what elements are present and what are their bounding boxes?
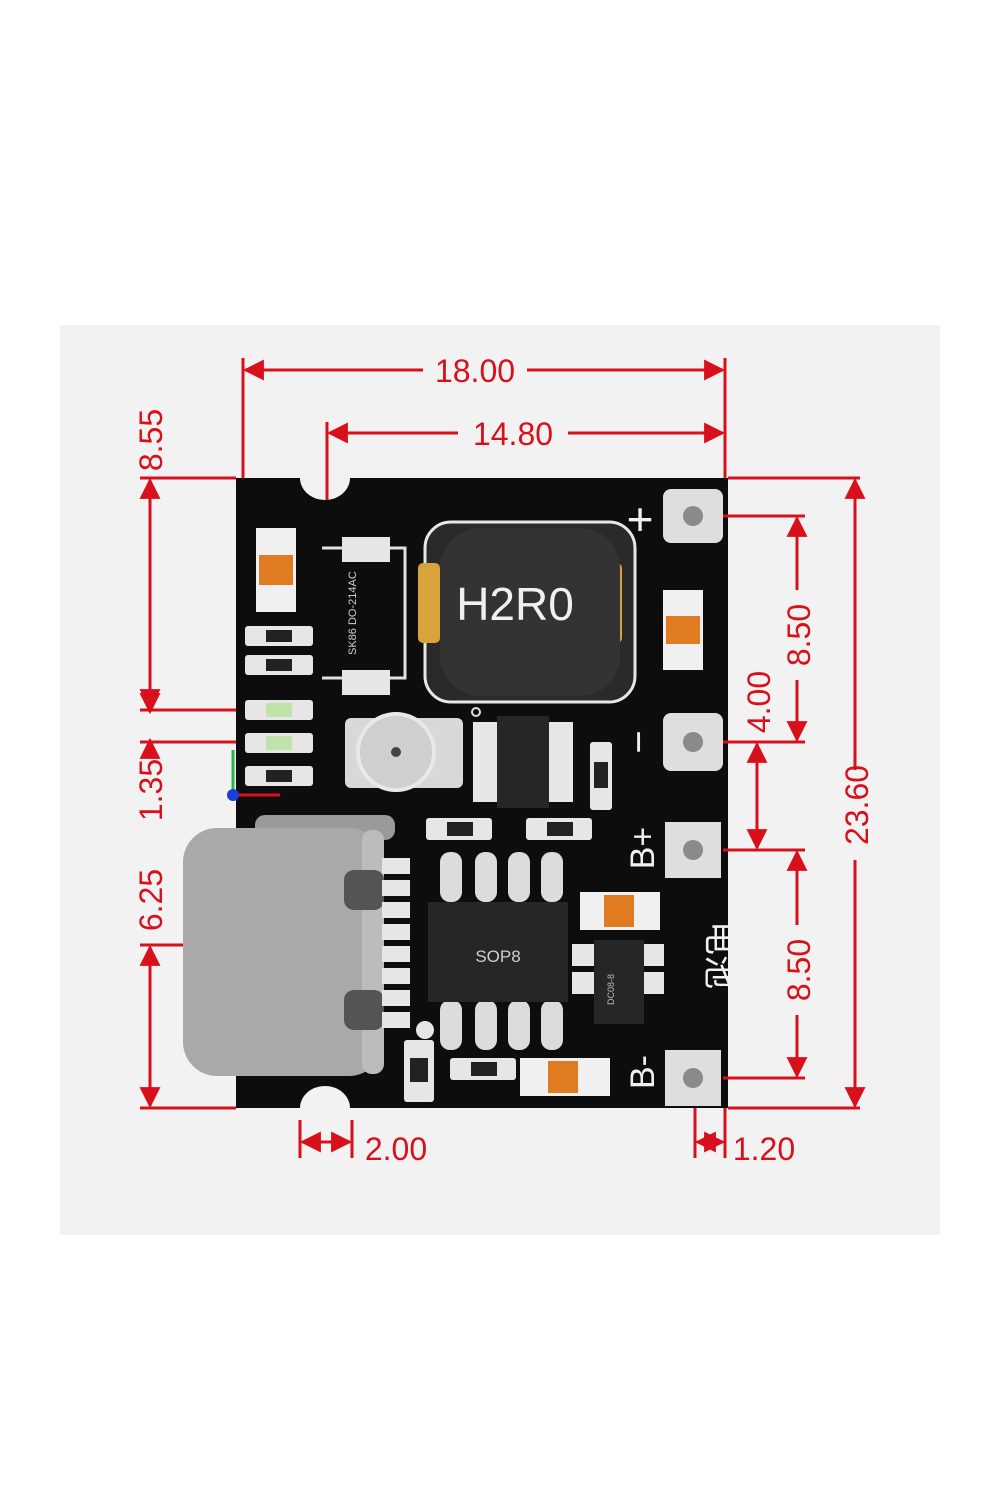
dim-left-top: 8.55 (133, 409, 169, 471)
capacitor-mid-right (580, 892, 660, 930)
diode-text: SK86 DO-214AC (347, 571, 359, 655)
dim-left-mid: 1.35 (133, 759, 169, 821)
dim-width-total: 18.00 (435, 353, 515, 389)
axis-marker (227, 750, 280, 801)
resistor-group-left (245, 626, 313, 786)
battery-label: 电池 (700, 921, 738, 989)
pad-bplus-label: B+ (624, 827, 662, 870)
pad-minus-label: − (617, 730, 661, 753)
pad-minus (663, 713, 723, 771)
dim-notch: 2.00 (365, 1131, 427, 1167)
resistor-row (426, 818, 592, 840)
pad-plus-label: + (627, 493, 654, 545)
inductor-label: H2R0 (456, 578, 574, 630)
potentiometer (345, 712, 463, 792)
sop8-chip: SOP8 (428, 852, 568, 1050)
bottom-components (404, 1021, 610, 1102)
resistor-right (590, 742, 612, 810)
dimension-labels: 18.00 14.80 8.55 1.35 6.25 23.60 8.50 4.… (133, 353, 875, 1167)
pad-plus (663, 489, 723, 543)
dim-pad-top: 8.50 (781, 604, 817, 666)
dim-width-inner: 14.80 (473, 416, 553, 452)
dim-left-bottom: 6.25 (133, 869, 169, 931)
chip-label: SOP8 (475, 947, 520, 966)
small-ic-text: DC08-8 (606, 974, 616, 1005)
dim-pad-mid: 4.00 (741, 671, 777, 733)
dim-pad-bottom: 8.50 (781, 939, 817, 1001)
capacitor-top-right (663, 590, 703, 670)
dim-edge: 1.20 (733, 1131, 795, 1167)
pad-bplus (665, 822, 721, 878)
dim-height-total: 23.60 (839, 765, 875, 845)
dimension-lines (139, 358, 866, 1158)
pad-bminus (665, 1050, 721, 1106)
diode: SK86 DO-214AC (322, 537, 407, 695)
capacitor-top-left (256, 528, 296, 612)
usb-c-connector (183, 815, 410, 1076)
small-ic-sot (471, 707, 573, 808)
pcb-board: H2R0 SK86 DO-214AC (183, 478, 738, 1108)
pad-bminus-label: B- (624, 1055, 662, 1089)
inductor: H2R0 (418, 520, 637, 704)
small-ic-right: DC08-8 (572, 940, 664, 1024)
